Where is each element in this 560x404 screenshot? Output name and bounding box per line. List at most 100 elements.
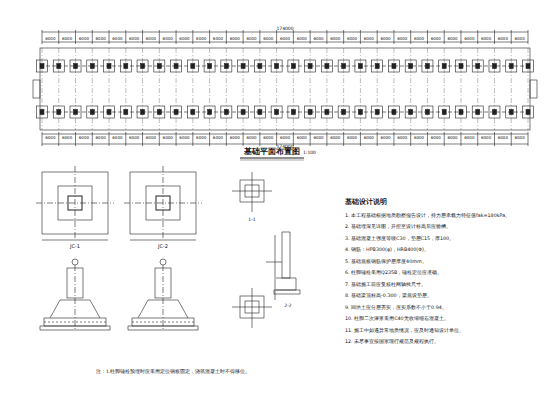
column <box>509 64 513 69</box>
dimension-tick <box>92 132 93 146</box>
label: 基础设计说明 <box>345 199 387 206</box>
footing <box>355 60 366 72</box>
footing <box>120 106 131 118</box>
label: 4. 钢筋：HPB300(φ)，HRB400(Φ)。 <box>345 248 429 253</box>
dimension-tick <box>310 30 311 44</box>
grade-beam <box>40 66 530 67</box>
footing <box>288 106 299 118</box>
column <box>90 64 94 69</box>
column <box>224 64 228 69</box>
label: 6000 <box>45 136 55 140</box>
column <box>476 64 480 69</box>
dimension-tick <box>159 132 160 146</box>
column <box>342 110 346 115</box>
footing <box>154 60 165 72</box>
footing <box>204 106 215 118</box>
column <box>442 110 446 115</box>
column <box>325 110 329 115</box>
dimension-line <box>42 42 528 43</box>
dimension-tick <box>293 132 294 146</box>
footing <box>120 60 131 72</box>
label: 6000 <box>297 136 307 140</box>
label: 6000 <box>129 37 139 41</box>
dimension-tick <box>494 30 495 44</box>
column <box>375 110 379 115</box>
label: 6000 <box>364 37 374 41</box>
dimension-tick <box>192 132 193 146</box>
label: 2. 基础埋深见详图，开挖至设计标高后应验槽。 <box>345 225 451 230</box>
label: 5. 基础底板钢筋保护层厚度40mm。 <box>345 260 427 265</box>
column <box>124 64 128 69</box>
dimension-tick <box>377 132 378 146</box>
column <box>275 64 279 69</box>
column <box>325 64 329 69</box>
footing <box>271 106 282 118</box>
label: 6000 <box>263 37 273 41</box>
footing <box>489 60 500 72</box>
label: 7. 基础施工前应复核柱网轴线尺寸。 <box>345 283 426 288</box>
dimension-tick <box>276 132 277 146</box>
label: 174000 <box>276 27 293 32</box>
dimension-tick <box>511 30 512 44</box>
label: 6000 <box>146 136 156 140</box>
dimension-tick <box>125 132 126 146</box>
footing-section <box>128 259 198 330</box>
column <box>492 110 496 115</box>
label: 6000 <box>179 136 189 140</box>
footing <box>137 106 148 118</box>
label: 6000 <box>481 37 491 41</box>
column <box>141 64 145 69</box>
column <box>308 64 312 69</box>
column <box>40 110 44 115</box>
wall-section <box>266 232 300 300</box>
footing <box>238 60 249 72</box>
dimension-tick <box>125 30 126 44</box>
column <box>409 64 413 69</box>
footing <box>405 60 416 72</box>
end-detail <box>33 80 40 98</box>
dimension-tick <box>460 30 461 44</box>
dimension-tick <box>226 30 227 44</box>
label: 1. 本工程基础根据地质勘察报告设计，持力层承载力特征值fak=180kPa。 <box>345 214 510 219</box>
column <box>124 110 128 115</box>
label: 12. 未尽事宜按国家现行规范及规程执行。 <box>345 340 439 345</box>
column <box>392 64 396 69</box>
dimension-tick <box>276 30 277 44</box>
label: 6000 <box>431 37 441 41</box>
label: 6000 <box>163 136 173 140</box>
label: 2-2 <box>284 304 291 309</box>
dimension-line <box>42 134 528 135</box>
footing <box>372 60 383 72</box>
label: 9. 回填土应分层夯实，压实系数不小于0.94。 <box>345 306 447 311</box>
label: 3. 基础混凝土强度等级C30，垫层C15，厚100。 <box>345 237 454 242</box>
label: 6000 <box>498 37 508 41</box>
footing-section <box>40 259 110 330</box>
footing <box>221 60 232 72</box>
footing <box>439 106 450 118</box>
label: 10. 柱脚二次灌浆采用C40无收缩细石混凝土。 <box>345 317 449 322</box>
column <box>291 110 295 115</box>
column <box>90 110 94 115</box>
label: 6000 <box>96 136 106 140</box>
dimension-tick <box>343 132 344 146</box>
dimension-tick <box>259 30 260 44</box>
footing <box>70 60 81 72</box>
footing <box>104 106 115 118</box>
column <box>141 110 145 115</box>
column <box>157 64 161 69</box>
column-section <box>232 288 272 328</box>
label: 6000 <box>213 37 223 41</box>
dimension-tick <box>444 30 445 44</box>
dimension-tick <box>511 132 512 146</box>
footing <box>187 106 198 118</box>
dimension-tick <box>460 132 461 146</box>
footing <box>489 106 500 118</box>
dimension-tick <box>142 30 143 44</box>
column <box>157 110 161 115</box>
column <box>258 64 262 69</box>
plan-outline <box>40 48 530 130</box>
column <box>342 64 346 69</box>
label: 6000 <box>313 136 323 140</box>
